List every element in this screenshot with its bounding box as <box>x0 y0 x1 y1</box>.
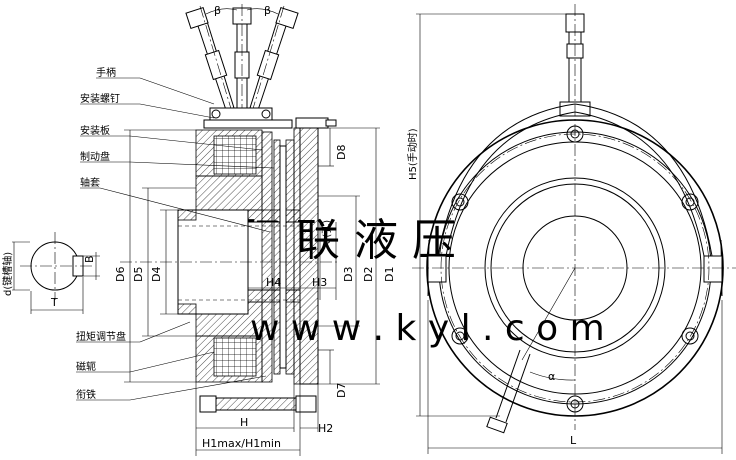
svg-text:β: β <box>264 4 271 17</box>
svg-text:H4: H4 <box>266 276 281 289</box>
svg-text:H5(手动时): H5(手动时) <box>406 128 419 180</box>
hand-levers: β β <box>185 4 299 113</box>
callout-sleeve: 轴套 <box>80 176 100 189</box>
svg-text:T: T <box>50 296 58 309</box>
callout-torque-disc: 扭矩调节盘 <box>76 330 126 343</box>
callout-handle: 手柄 <box>96 66 116 79</box>
callout-brake-disc: 制动盘 <box>80 150 110 163</box>
svg-text:D4: D4 <box>150 267 163 282</box>
svg-text:D1: D1 <box>383 267 396 282</box>
keyway-section-detail: d(键槽轴) T B <box>1 232 100 314</box>
svg-text:d(孔): d(孔) <box>321 220 333 244</box>
callout-labels: 手柄 安装螺钉 安装板 制动盘 轴套 扭矩调节盘 磁轭 衔铁 <box>76 66 275 401</box>
front-view: α H5(手动时) L <box>406 4 736 454</box>
svg-text:D6: D6 <box>114 267 127 282</box>
svg-text:β: β <box>214 4 221 17</box>
svg-text:H3: H3 <box>312 276 327 289</box>
svg-text:D2: D2 <box>362 267 375 282</box>
svg-text:D7: D7 <box>335 383 348 398</box>
svg-text:α: α <box>548 370 555 383</box>
svg-text:H: H <box>240 416 248 429</box>
svg-text:H2: H2 <box>318 422 333 435</box>
callout-armature: 衔铁 <box>76 388 96 401</box>
svg-text:D3: D3 <box>342 267 355 282</box>
svg-text:H1max/H1min: H1max/H1min <box>202 437 281 450</box>
svg-text:d(键槽轴): d(键槽轴) <box>1 252 14 296</box>
callout-yoke: 磁轭 <box>76 360 96 373</box>
svg-text:L: L <box>570 434 577 447</box>
side-section-view: β β <box>114 4 396 456</box>
svg-text:B: B <box>83 255 96 263</box>
callout-mount-plate: 安装板 <box>80 124 110 137</box>
callout-mount-screw: 安装螺钉 <box>80 92 120 105</box>
svg-text:D8: D8 <box>335 145 348 160</box>
svg-text:D5: D5 <box>132 267 145 282</box>
